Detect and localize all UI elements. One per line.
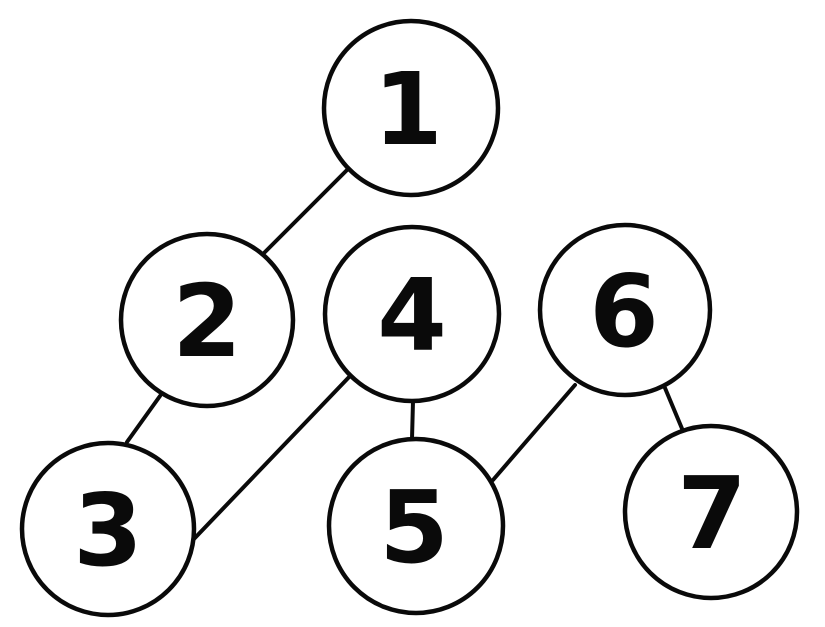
node-5-circle — [326, 436, 506, 616]
edge-4-5 — [410, 399, 415, 441]
edge-1-2 — [262, 168, 349, 255]
graph-nodes: 1 2 3 4 5 6 — [19, 18, 800, 618]
node-7-label: 7 — [677, 455, 747, 572]
edge-6-7 — [663, 386, 685, 433]
edge-5-6 — [491, 383, 577, 482]
edge-2-3 — [125, 394, 162, 444]
node-6: 6 — [537, 222, 713, 398]
graph-edges — [125, 168, 685, 543]
node-1-circle — [321, 18, 501, 198]
node-2-label: 2 — [172, 263, 242, 380]
node-4-circle — [322, 224, 502, 404]
node-3-circle — [19, 440, 197, 618]
node-6-label: 6 — [589, 253, 659, 370]
node-4: 4 — [322, 224, 502, 404]
node-3: 3 — [19, 440, 197, 618]
node-1-label: 1 — [373, 51, 443, 168]
node-7: 7 — [622, 423, 800, 601]
node-3-label: 3 — [73, 472, 143, 589]
node-5: 5 — [326, 436, 506, 616]
edge-3-4 — [190, 373, 353, 543]
node-5-label: 5 — [379, 469, 449, 586]
node-1: 1 — [321, 18, 501, 198]
node-7-circle — [622, 423, 800, 601]
node-2: 2 — [118, 231, 296, 409]
node-4-label: 4 — [377, 257, 447, 374]
node-2-circle — [118, 231, 296, 409]
node-6-circle — [537, 222, 713, 398]
